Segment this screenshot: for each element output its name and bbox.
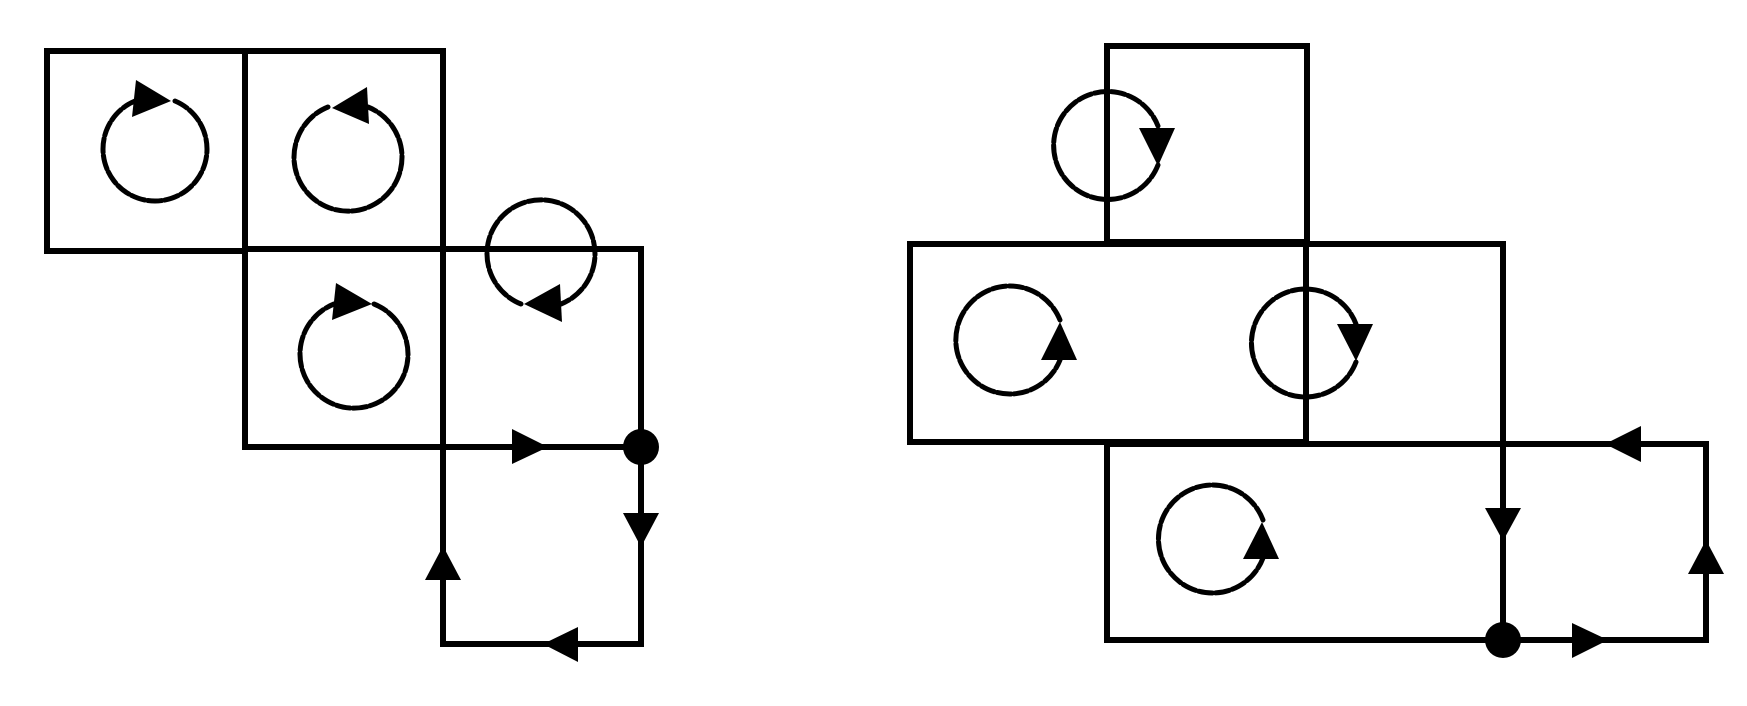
left-cell-middle-left xyxy=(242,246,446,450)
right-rotation-middle-left xyxy=(953,283,1077,397)
left-rotation-middle-right xyxy=(484,197,598,322)
left-loop-arrow-down xyxy=(623,513,659,547)
left-rotation-top-right xyxy=(291,87,405,214)
right-extra-loop xyxy=(1485,426,1724,658)
right-cell-top xyxy=(1104,43,1310,245)
right-rotation-top xyxy=(1051,89,1175,202)
right-loop-arrow-down xyxy=(1485,508,1521,541)
left-loop-arrow-right xyxy=(512,429,548,464)
right-rotation-middle-right xyxy=(1248,286,1373,400)
right-cell-middle-left xyxy=(907,241,1309,445)
clockwise-arrow-icon xyxy=(332,283,372,320)
left-cell-top-right xyxy=(242,48,446,252)
left-cell-top-left xyxy=(44,48,248,254)
left-diagram xyxy=(44,48,659,662)
left-extra-loop xyxy=(425,429,659,662)
left-loop-vertex-dot xyxy=(623,429,659,465)
clockwise-arrow-icon xyxy=(132,80,171,117)
left-loop-arrow-left xyxy=(543,627,578,662)
right-loop-arrow-up xyxy=(1688,540,1724,574)
right-loop-arrow-left xyxy=(1605,426,1641,462)
right-diagram xyxy=(907,43,1724,658)
left-rotation-top-left xyxy=(100,80,210,204)
right-rotation-bottom xyxy=(1155,482,1279,596)
left-cell-middle-right xyxy=(440,246,644,450)
right-cell-bottom xyxy=(1104,441,1506,643)
counterclockwise-arrow-icon xyxy=(1139,128,1175,166)
counterclockwise-arrow-icon xyxy=(1337,324,1373,361)
counterclockwise-arrow-icon xyxy=(332,87,369,124)
left-rotation-middle-left xyxy=(297,283,411,411)
right-loop-vertex-dot xyxy=(1485,622,1521,658)
right-loop-arrow-right xyxy=(1572,623,1608,658)
counterclockwise-arrow-icon xyxy=(524,284,562,322)
counterclockwise-arrow-icon xyxy=(1041,322,1077,360)
counterclockwise-arrow-icon xyxy=(1243,522,1279,559)
left-loop-arrow-up xyxy=(425,546,461,580)
